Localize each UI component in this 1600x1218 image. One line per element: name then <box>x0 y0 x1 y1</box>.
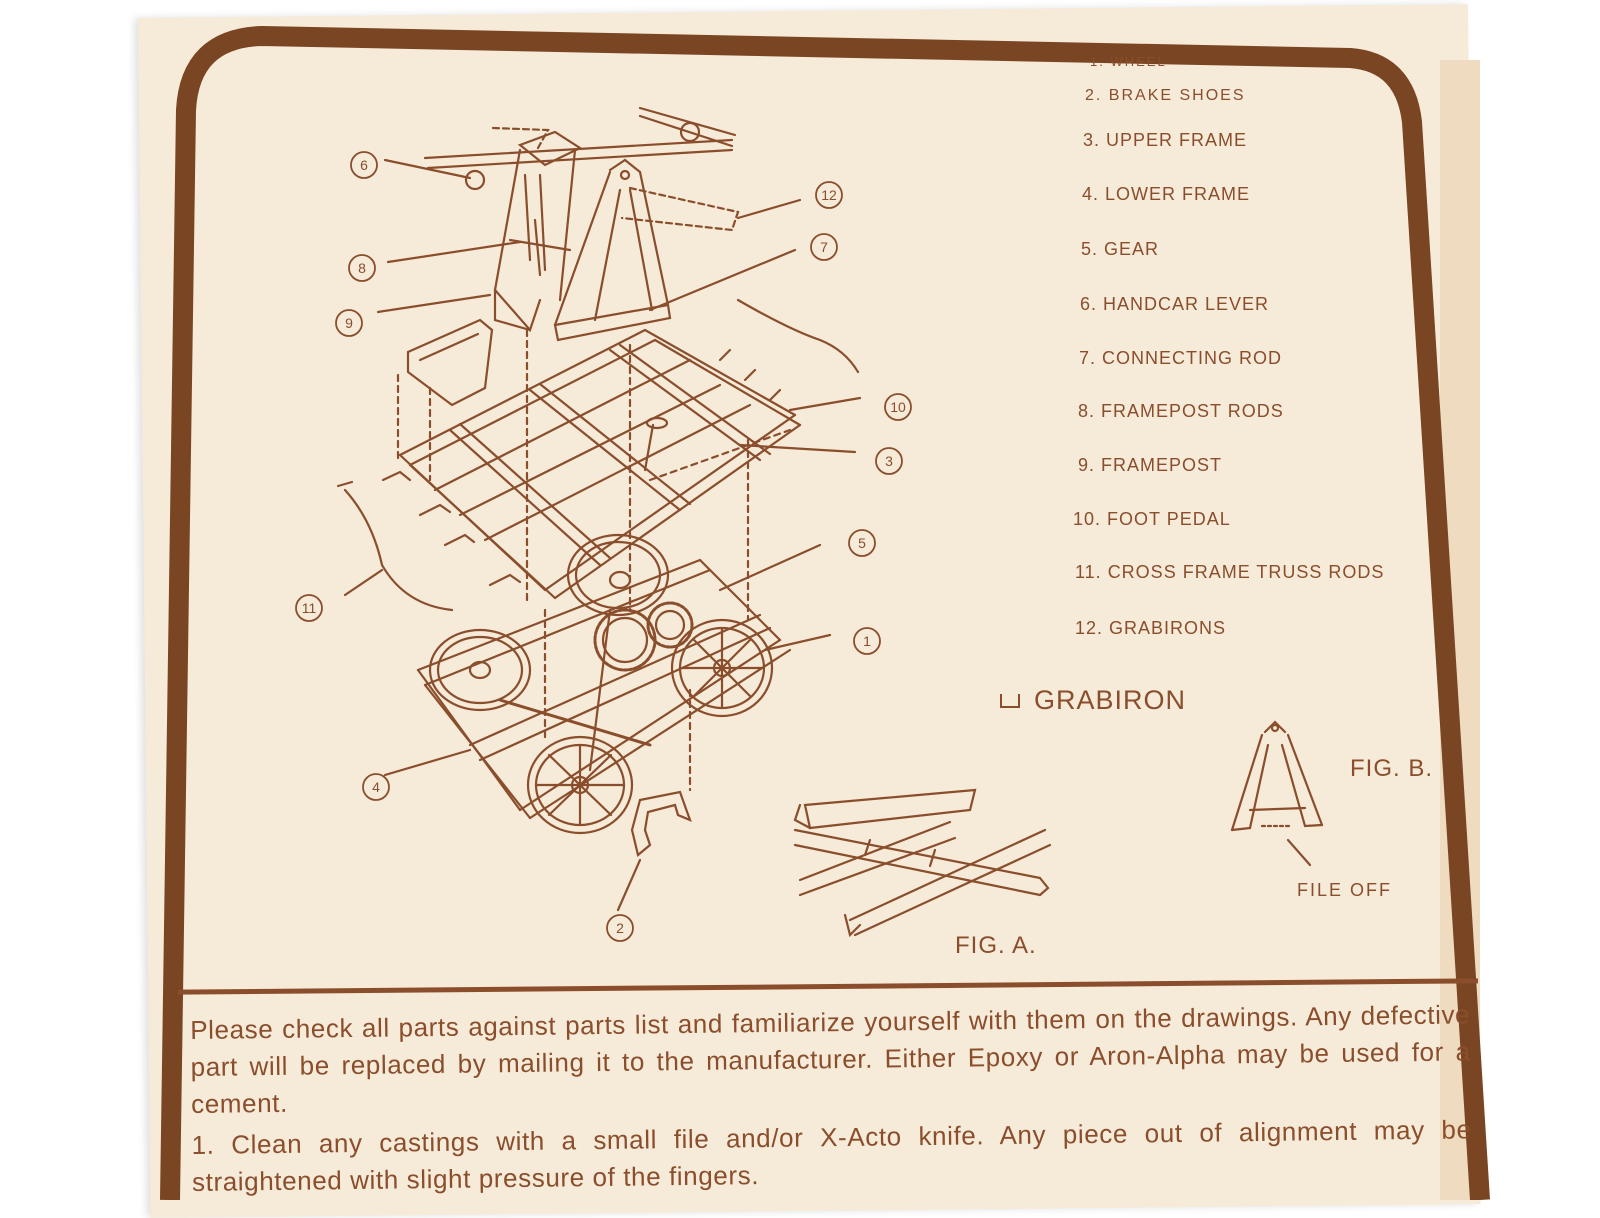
legend-item-framepost: 9. FRAMEPOST <box>1078 455 1223 475</box>
instructions-text: Please check all parts against parts lis… <box>190 996 1472 1205</box>
fig-a-label: FIG. A. <box>955 932 1037 959</box>
legend-item-foot-pedal: 10. FOOT PEDAL <box>1073 509 1231 529</box>
callout-10: 10 <box>890 399 906 415</box>
fig-a-drawing <box>793 788 1052 938</box>
legend-item-framepost-rods: 8. FRAMEPOST RODS <box>1078 401 1284 421</box>
framepost-assembly <box>376 106 802 342</box>
upper-frame-assembly <box>336 298 862 622</box>
callout-numbers: 6 12 7 8 9 10 3 5 11 1 4 2 <box>302 157 906 936</box>
legend-item-connecting-rod: 7. CONNECTING ROD <box>1079 348 1283 368</box>
grabiron-label: GRABIRON <box>1034 685 1187 715</box>
legend-item-brake-shoes: 2. BRAKE SHOES <box>1085 87 1246 104</box>
callout-2: 2 <box>616 920 624 936</box>
legend-item-handcar-lever: 6. HANDCAR LEVER <box>1080 294 1270 314</box>
callout-3: 3 <box>885 453 893 469</box>
legend-item-lower-frame: 4. LOWER FRAME <box>1082 184 1251 204</box>
callout-9: 9 <box>345 315 353 331</box>
legend-item-grabirons: 12. GRABIRONS <box>1075 618 1227 638</box>
callouts <box>295 151 912 942</box>
fig-b-drawing <box>1230 720 1324 867</box>
legend-item-cross-frame-truss-rods: 11. CROSS FRAME TRUSS RODS <box>1075 562 1385 582</box>
file-off-label: FILE OFF <box>1297 880 1393 900</box>
callout-7: 7 <box>820 239 828 255</box>
callout-6: 6 <box>360 157 368 173</box>
grabiron-icon <box>1000 693 1020 708</box>
callout-12: 12 <box>821 187 837 203</box>
lower-frame-assembly <box>383 533 832 912</box>
instructions-intro: Please check all parts against parts lis… <box>190 999 1471 1119</box>
callout-11: 11 <box>302 600 317 616</box>
legend-item-upper-frame: 3. UPPER FRAME <box>1083 130 1248 150</box>
callout-1: 1 <box>863 633 871 649</box>
callout-5: 5 <box>858 535 866 551</box>
grabiron-note: GRABIRON <box>1000 685 1186 716</box>
fig-b-label: FIG. B. <box>1350 755 1434 782</box>
legend-item-gear: 5. GEAR <box>1081 239 1160 259</box>
legend-item-wheel: 1. WHEEL <box>1090 54 1167 69</box>
callout-8: 8 <box>358 260 366 276</box>
instructions-step-1: 1. Clean any castings with a small file … <box>191 1114 1472 1197</box>
callout-4: 4 <box>372 779 380 795</box>
